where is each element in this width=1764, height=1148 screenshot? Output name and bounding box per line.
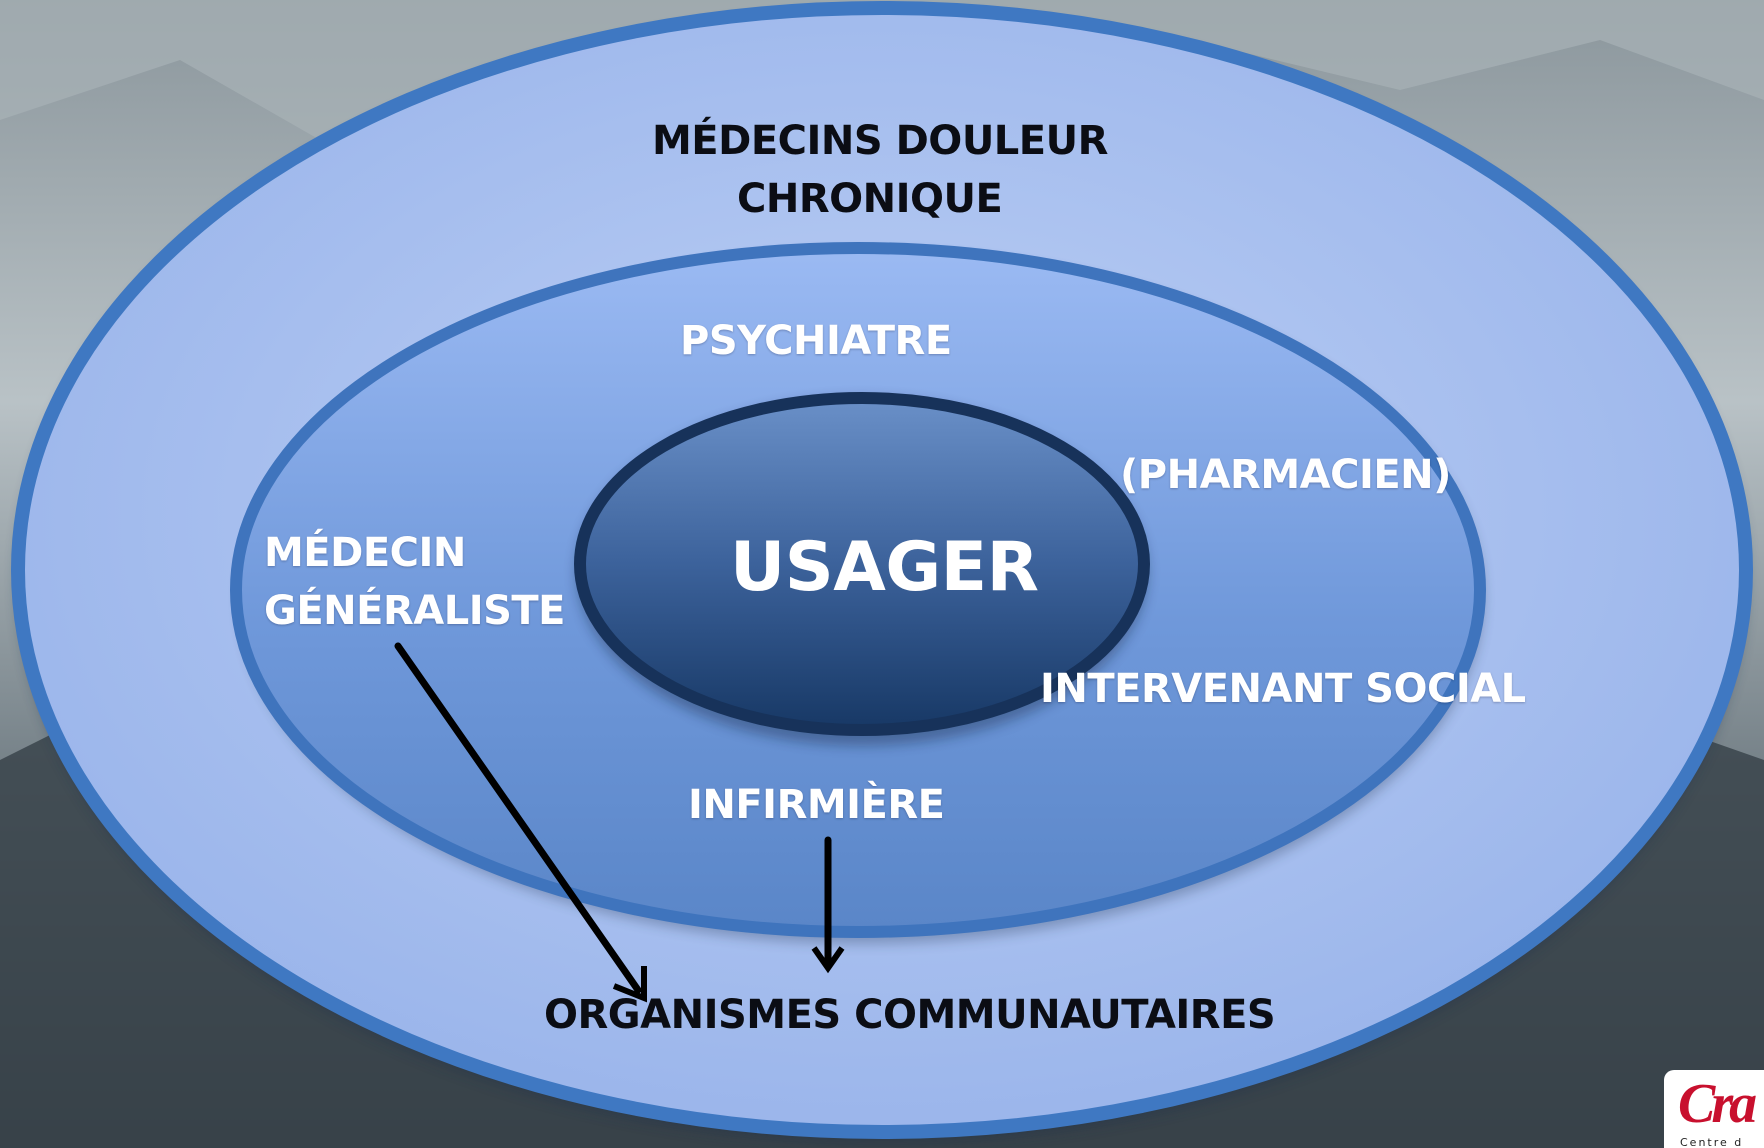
logo: Cra Centre d [1664, 1070, 1764, 1148]
logo-subtitle: Centre d [1680, 1136, 1744, 1148]
outer-label-line2: CHRONIQUE [737, 176, 1003, 222]
background-sky [0, 0, 1764, 140]
infirmiere-label: INFIRMIÈRE [688, 782, 945, 828]
outer-label-line1: MÉDECINS DOULEUR [652, 118, 1108, 164]
pharmacien-label: (PHARMACIEN) [1120, 452, 1451, 498]
medecin-label-line2: GÉNÉRALISTE [264, 588, 566, 634]
center-ellipse [574, 392, 1150, 736]
arrow-generaliste-line [394, 642, 642, 994]
intervenant-social-label: INTERVENANT SOCIAL [1040, 666, 1526, 712]
psychiatre-label: PSYCHIATRE [680, 318, 952, 364]
usager-label: USAGER [730, 528, 1039, 607]
logo-mark: Cra [1678, 1073, 1757, 1135]
organismes-label: ORGANISMES COMMUNAUTAIRES [544, 992, 1276, 1038]
arrow-generaliste-head [612, 966, 647, 1003]
medecin-label-line1: MÉDECIN [264, 530, 466, 576]
arrow-infirmiere-head [811, 946, 845, 974]
